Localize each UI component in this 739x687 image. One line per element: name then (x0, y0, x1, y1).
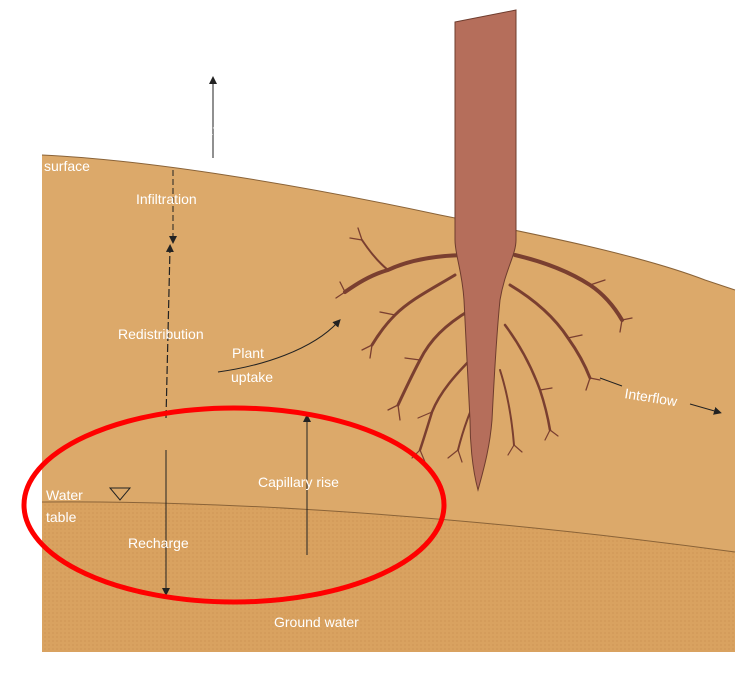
label-plant: Plant (232, 345, 264, 361)
label-ground-water: Ground water (274, 614, 359, 630)
label-uptake: uptake (231, 369, 273, 385)
label-exfiltration: Exfiltration (170, 122, 235, 138)
label-capillary-rise: Capillary rise (258, 474, 339, 490)
label-infiltration: Infiltration (136, 191, 197, 207)
label-surface: surface (44, 158, 90, 174)
label-redistribution: Redistribution (118, 326, 204, 342)
label-recharge: Recharge (128, 535, 189, 551)
label-table: table (46, 509, 77, 525)
label-ground: Ground (44, 137, 91, 153)
label-water: Water (46, 487, 83, 503)
